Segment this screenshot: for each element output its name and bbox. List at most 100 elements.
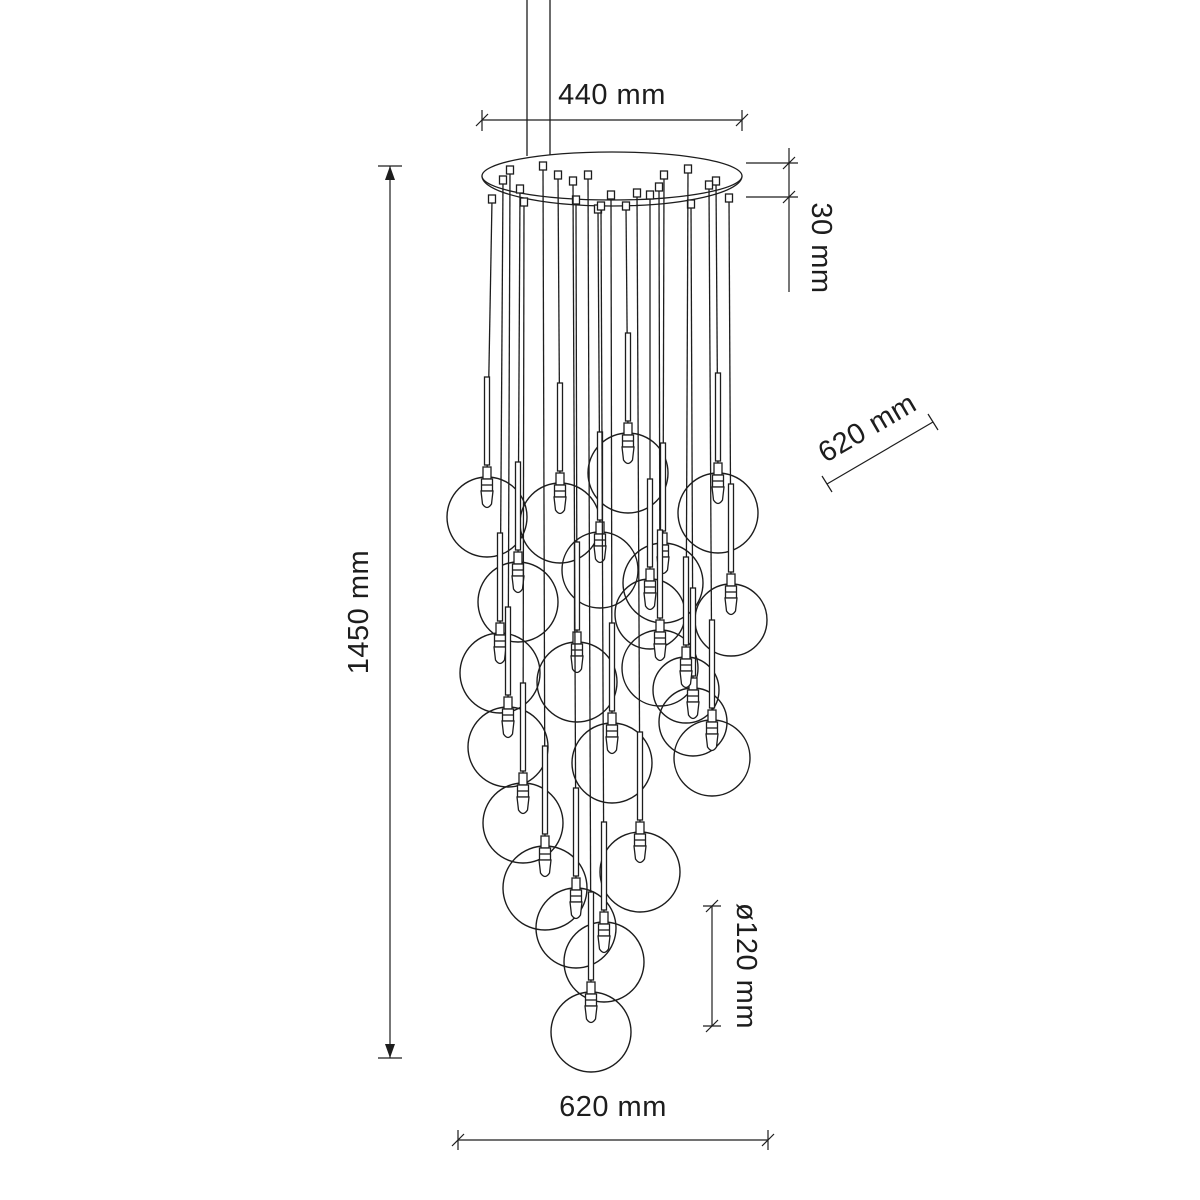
cord-connector bbox=[632, 188, 642, 198]
bulb bbox=[593, 545, 607, 564]
cord-connector bbox=[498, 175, 508, 185]
bulb bbox=[493, 646, 507, 665]
bulb bbox=[643, 592, 657, 611]
dimension-canopy-height: 30 mm bbox=[746, 148, 837, 294]
dimension-upper-spread: 620 mm bbox=[813, 387, 939, 493]
cord-stem bbox=[682, 556, 690, 646]
canopy-rim bbox=[481, 175, 743, 207]
pendant bbox=[621, 182, 699, 707]
bulb bbox=[633, 845, 647, 864]
dimension-canopy-diameter: 440 mm bbox=[475, 79, 749, 131]
cord-connector bbox=[683, 164, 693, 174]
cord-connector bbox=[538, 161, 548, 171]
pendant bbox=[652, 164, 720, 724]
pendant-group bbox=[446, 161, 768, 1073]
bulb bbox=[679, 670, 693, 689]
cord-stem bbox=[600, 821, 608, 911]
label-canopy-height: 30 mm bbox=[805, 202, 837, 293]
cord-connector bbox=[704, 180, 714, 190]
bulb bbox=[516, 796, 530, 815]
cord-stem bbox=[714, 372, 722, 462]
dimension-bottom-spread: 620 mm bbox=[451, 1091, 775, 1150]
globe-grip bbox=[655, 619, 665, 633]
label-total-height: 1450 mm bbox=[343, 550, 375, 674]
bulb bbox=[501, 720, 515, 739]
pendant bbox=[535, 176, 617, 969]
bulb bbox=[511, 575, 525, 594]
cord-connector bbox=[606, 190, 616, 200]
cord-connector bbox=[724, 193, 734, 203]
globe-grip bbox=[518, 772, 528, 786]
label-globe-diameter: ø120 mm bbox=[730, 903, 762, 1029]
cord-stem bbox=[496, 532, 504, 622]
dimension-total-height: 1450 mm bbox=[343, 165, 402, 1059]
globe-grip bbox=[555, 472, 565, 486]
cord-stem bbox=[519, 682, 527, 772]
label-bottom-spread: 620 mm bbox=[559, 1091, 667, 1123]
bulb bbox=[597, 935, 611, 954]
cord-stem bbox=[659, 442, 667, 532]
cord-stem bbox=[727, 483, 735, 573]
pendant bbox=[673, 180, 751, 797]
cord-stem bbox=[624, 332, 632, 422]
arrow-down-icon bbox=[385, 1044, 395, 1058]
bulb bbox=[711, 486, 725, 505]
bulb bbox=[538, 859, 552, 878]
label-upper-spread: 620 mm bbox=[813, 387, 922, 469]
pendant-cord bbox=[587, 175, 592, 993]
cord-connector bbox=[519, 197, 529, 207]
globe-grip bbox=[571, 877, 581, 891]
bulb bbox=[480, 490, 494, 509]
globe-grip bbox=[599, 911, 609, 925]
cord-stem bbox=[689, 587, 697, 677]
cord-stem bbox=[608, 622, 616, 712]
pendant bbox=[446, 194, 528, 558]
cord-connector bbox=[654, 182, 664, 192]
pendant-cord bbox=[542, 166, 546, 847]
cord-connector bbox=[621, 201, 631, 211]
cord-connector bbox=[596, 201, 606, 211]
cord-stem bbox=[556, 382, 564, 472]
cord-connector bbox=[686, 199, 696, 209]
globe-grip bbox=[540, 835, 550, 849]
globe-grip bbox=[572, 631, 582, 645]
pendant bbox=[599, 188, 681, 913]
cord-connector bbox=[553, 170, 563, 180]
pendant bbox=[658, 199, 728, 757]
globe-grip bbox=[645, 568, 655, 582]
globe-grip bbox=[623, 422, 633, 436]
cord-stem bbox=[587, 891, 595, 981]
arrow-up-icon bbox=[385, 166, 395, 180]
pendant-cord bbox=[572, 181, 577, 889]
globe-grip bbox=[513, 551, 523, 565]
bulb bbox=[553, 496, 567, 515]
pendant bbox=[550, 170, 632, 1073]
cord-stem bbox=[646, 478, 654, 568]
globe-grip bbox=[726, 573, 736, 587]
globe-grip bbox=[713, 462, 723, 476]
globe-grip bbox=[503, 696, 513, 710]
cord-stem bbox=[572, 787, 580, 877]
pendant bbox=[694, 193, 768, 657]
label-canopy-diameter: 440 mm bbox=[558, 79, 666, 111]
pendant bbox=[677, 176, 759, 554]
cord-stem bbox=[541, 745, 549, 835]
cord-connector bbox=[487, 194, 497, 204]
pendant bbox=[467, 165, 549, 788]
pendant-cord bbox=[636, 193, 641, 833]
pendant bbox=[563, 201, 645, 1003]
globe-grip bbox=[495, 622, 505, 636]
pendant bbox=[571, 190, 653, 804]
pendant bbox=[587, 201, 669, 514]
pendant bbox=[477, 184, 559, 643]
bulb bbox=[705, 733, 719, 752]
cord-connector bbox=[568, 176, 578, 186]
globe-grip bbox=[707, 709, 717, 723]
pendant bbox=[459, 175, 541, 714]
bulb bbox=[569, 901, 583, 920]
bulb bbox=[605, 736, 619, 755]
ceiling-cables bbox=[526, 0, 551, 158]
bulb bbox=[686, 701, 700, 720]
